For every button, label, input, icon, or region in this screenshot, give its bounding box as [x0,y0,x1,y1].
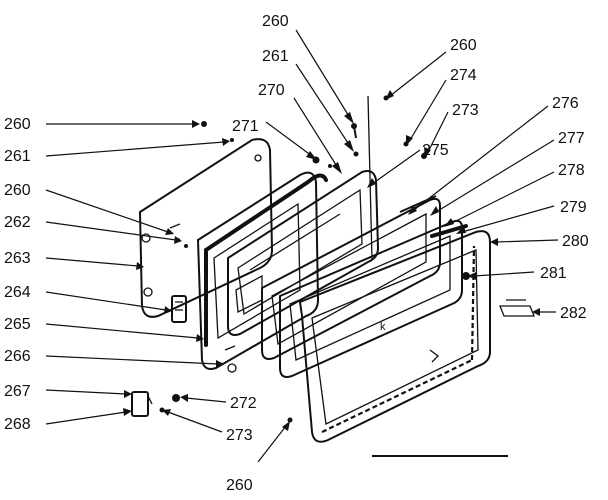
leader-lines [45,29,559,463]
label-261-top: 261 [262,48,289,65]
label-268: 268 [4,416,31,433]
label-272: 272 [230,395,257,412]
label-265: 265 [4,316,31,333]
hinge-assembly [131,391,180,417]
label-270: 270 [258,82,285,99]
label-278: 278 [558,162,585,179]
insulation-frame [196,171,328,373]
rear-panel [138,138,274,318]
hinge-bracket [171,295,187,323]
window-frame [261,195,441,360]
inner-door-panel [227,170,380,336]
label-264: 264 [4,284,31,301]
label-260-top: 260 [262,13,289,30]
label-273-top: 273 [452,102,479,119]
label-277: 277 [558,130,585,147]
label-271: 271 [232,118,259,135]
label-280: 280 [562,233,589,250]
label-260-left2: 260 [4,182,31,199]
label-262: 262 [4,214,31,231]
outer-door: k [298,224,491,443]
label-267: 267 [4,383,31,400]
label-282: 282 [560,305,587,322]
vertical-rod [367,95,373,261]
label-261-left: 261 [4,148,31,165]
door-handle [499,299,535,317]
label-263: 263 [4,250,31,267]
label-273-bottom: 273 [226,427,253,444]
label-260-bottom: 260 [226,477,253,494]
svg-text:k: k [380,321,386,333]
label-274: 274 [450,67,477,84]
label-276: 276 [552,95,579,112]
label-275: 275 [422,142,449,159]
label-281: 281 [540,265,567,282]
label-279: 279 [560,199,587,216]
glass-panel [279,219,463,378]
label-266: 266 [4,348,31,365]
label-260-topright: 260 [450,37,477,54]
label-260-left: 260 [4,116,31,133]
